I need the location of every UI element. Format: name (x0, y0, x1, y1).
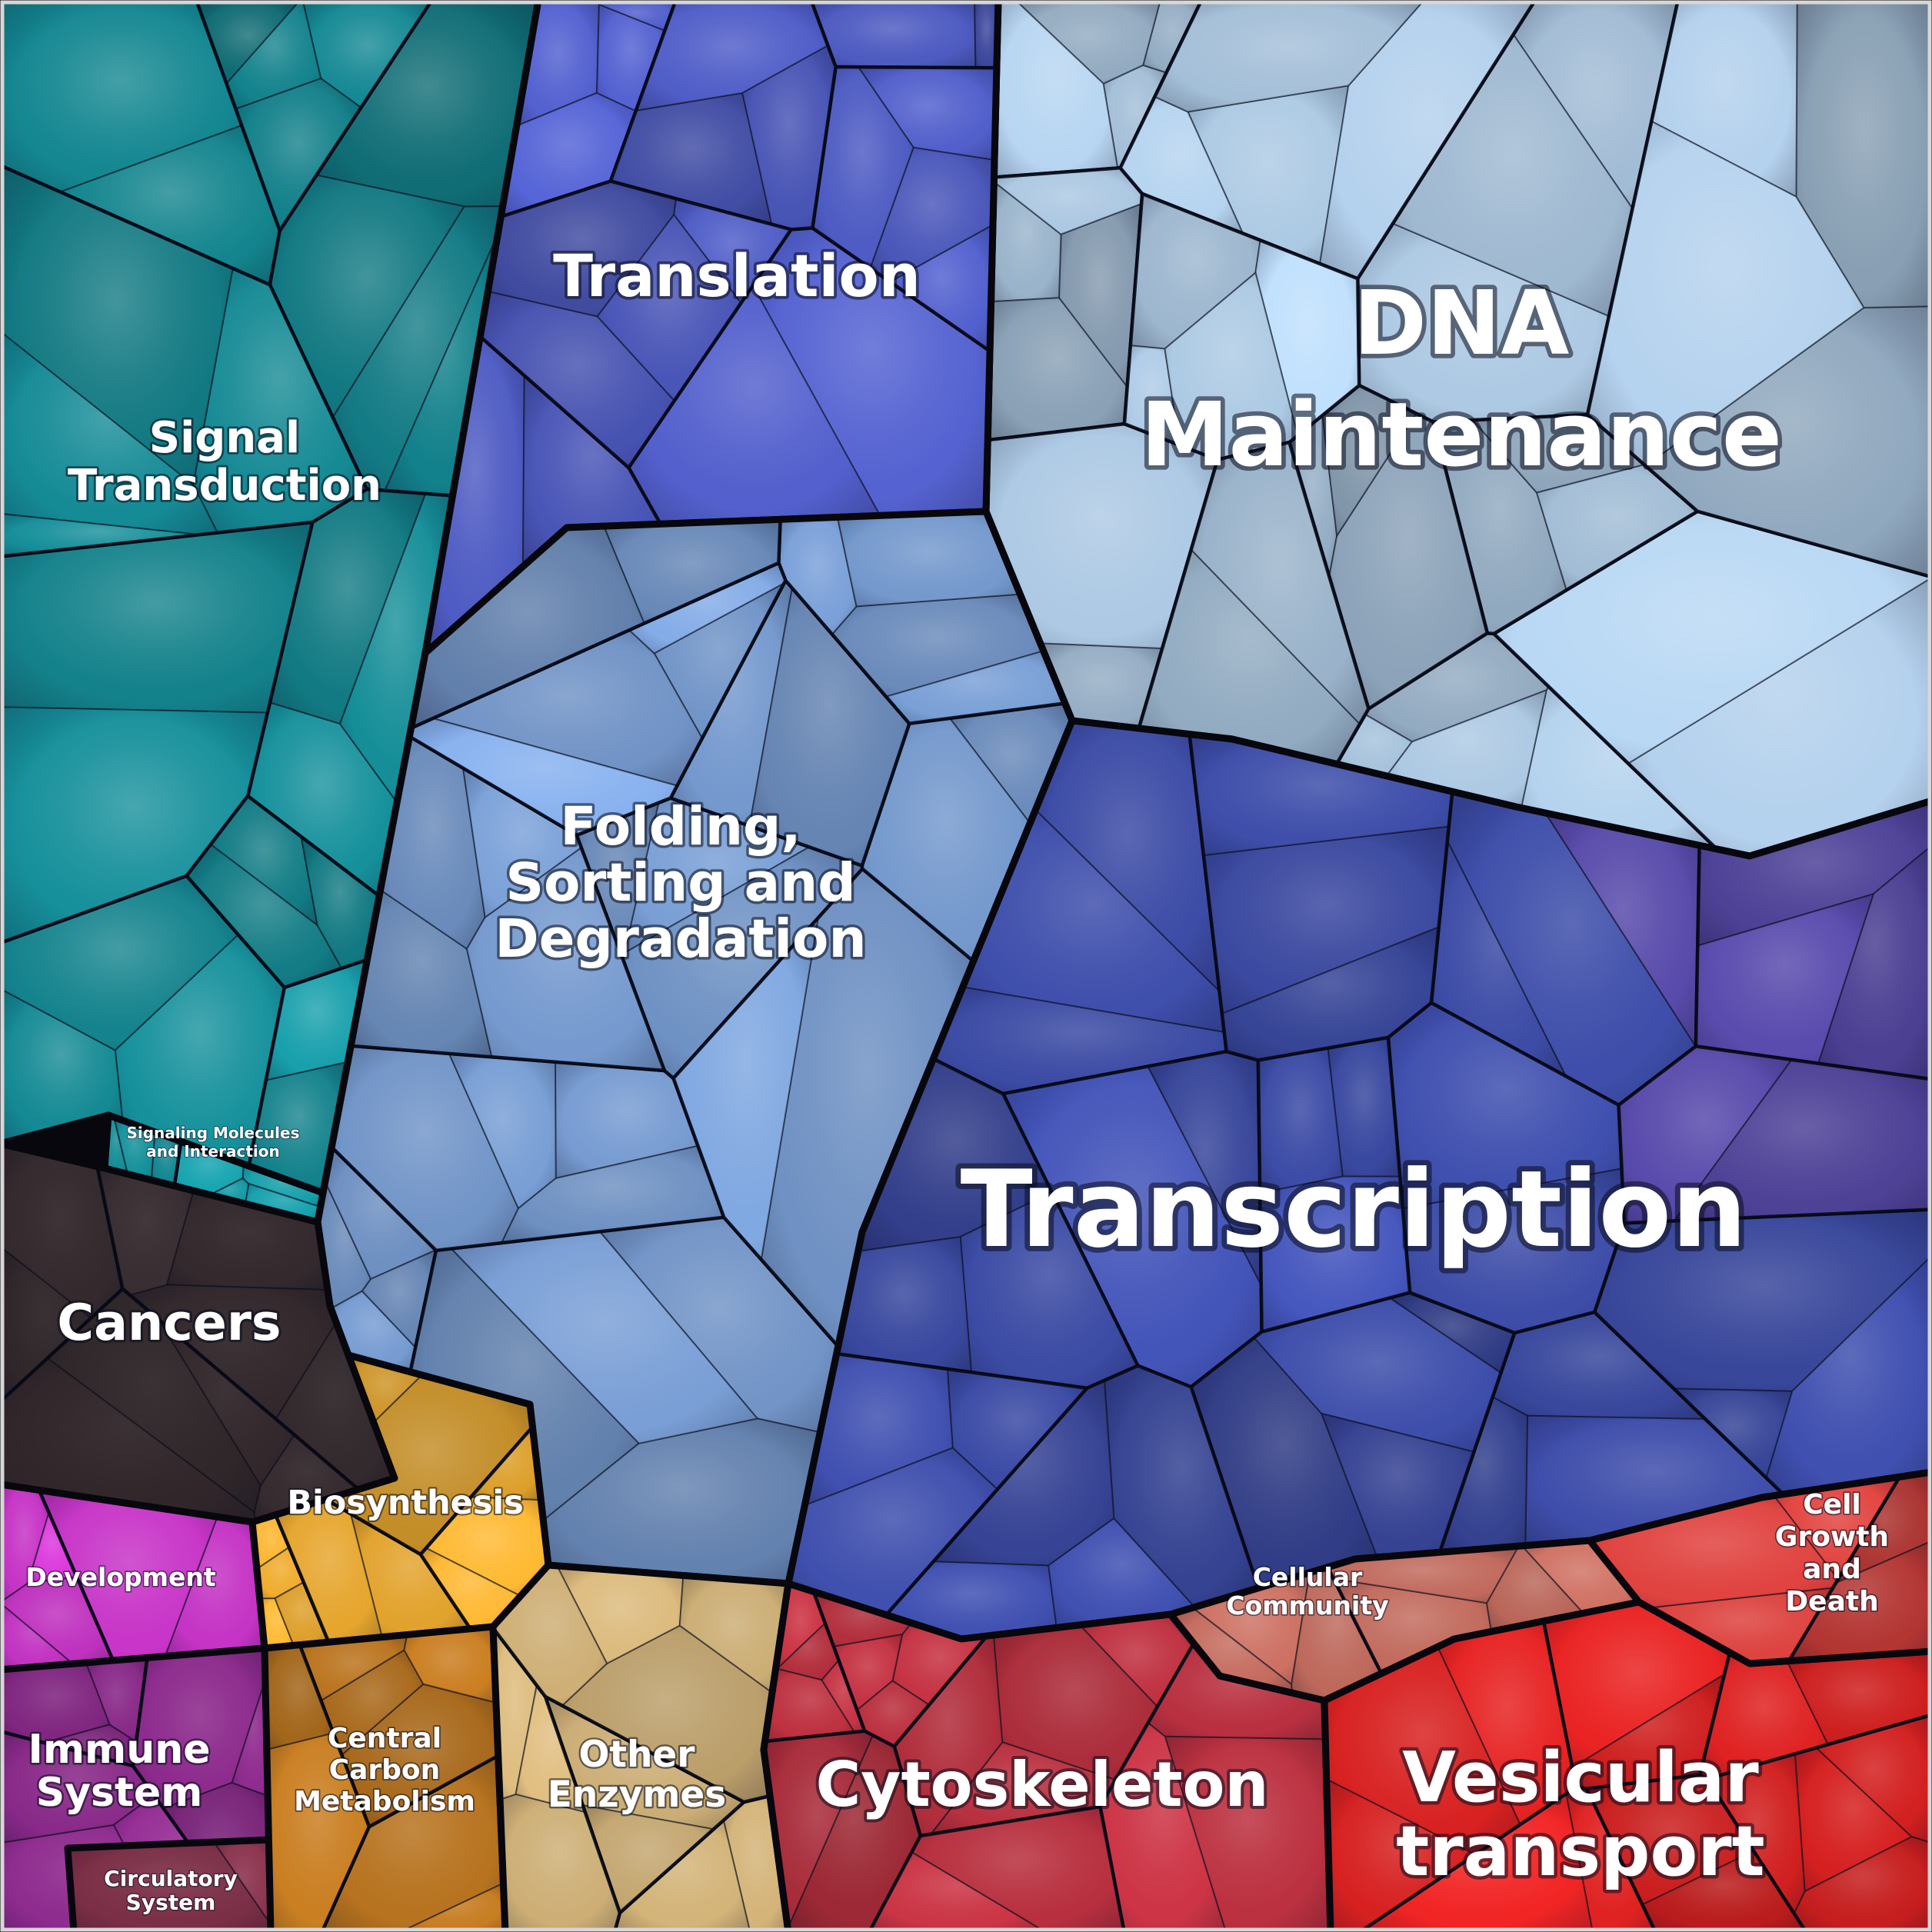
region-cell-growth-death[interactable] (1586, 1468, 1932, 1667)
region-transcription[interactable] (784, 717, 1932, 1643)
region-central-carbon-metabolism[interactable] (261, 1623, 509, 1932)
label-cytoskeleton: Cytoskeleton (816, 1749, 1269, 1820)
region-folding[interactable] (314, 508, 1076, 1587)
region-dna-maintenance[interactable] (982, 0, 1932, 860)
region-translation[interactable] (421, 0, 1002, 657)
region-biosynthesis[interactable] (248, 1351, 552, 1652)
region-vesicular-transport[interactable] (1321, 1598, 1932, 1932)
label-transcription: Transcription (961, 1148, 1747, 1271)
label-cancers: Cancers (57, 1294, 281, 1352)
region-development[interactable] (0, 1481, 268, 1674)
region-cytoskeleton[interactable] (760, 1580, 1334, 1932)
region-cellular-community[interactable] (1167, 1537, 1643, 1704)
label-biosynthesis: Biosynthesis (287, 1484, 524, 1522)
label-development: Development (25, 1562, 216, 1592)
region-signal-transduction[interactable] (0, 0, 542, 1197)
label-translation: Translation (553, 242, 921, 310)
region-circulatory-system[interactable] (64, 1836, 278, 1932)
region-cancers[interactable] (0, 1140, 398, 1526)
